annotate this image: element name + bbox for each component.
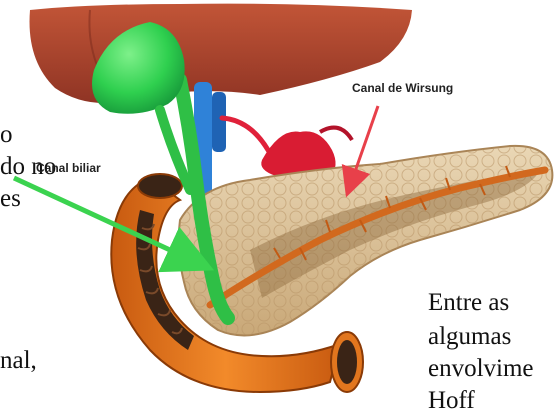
portal-vein-branch — [212, 92, 226, 152]
bg-text-left-4: nal, — [0, 348, 37, 373]
duodenum-lumen-end — [337, 340, 357, 384]
bg-text-right-2: algumas — [428, 324, 511, 349]
bg-text-right-1: Entre as — [428, 290, 509, 315]
bg-text-left-3: es — [0, 186, 21, 211]
bg-text-right-4: Hoff — [428, 388, 475, 413]
bg-text-left-1: o — [0, 122, 13, 147]
label-canal-biliar: Canal biliar — [36, 162, 101, 174]
duodenum-opening-top — [138, 174, 182, 198]
splenic-artery — [320, 128, 352, 141]
label-canal-wirsung: Canal de Wirsung — [352, 82, 453, 94]
bg-text-right-3: envolvime — [428, 356, 534, 381]
